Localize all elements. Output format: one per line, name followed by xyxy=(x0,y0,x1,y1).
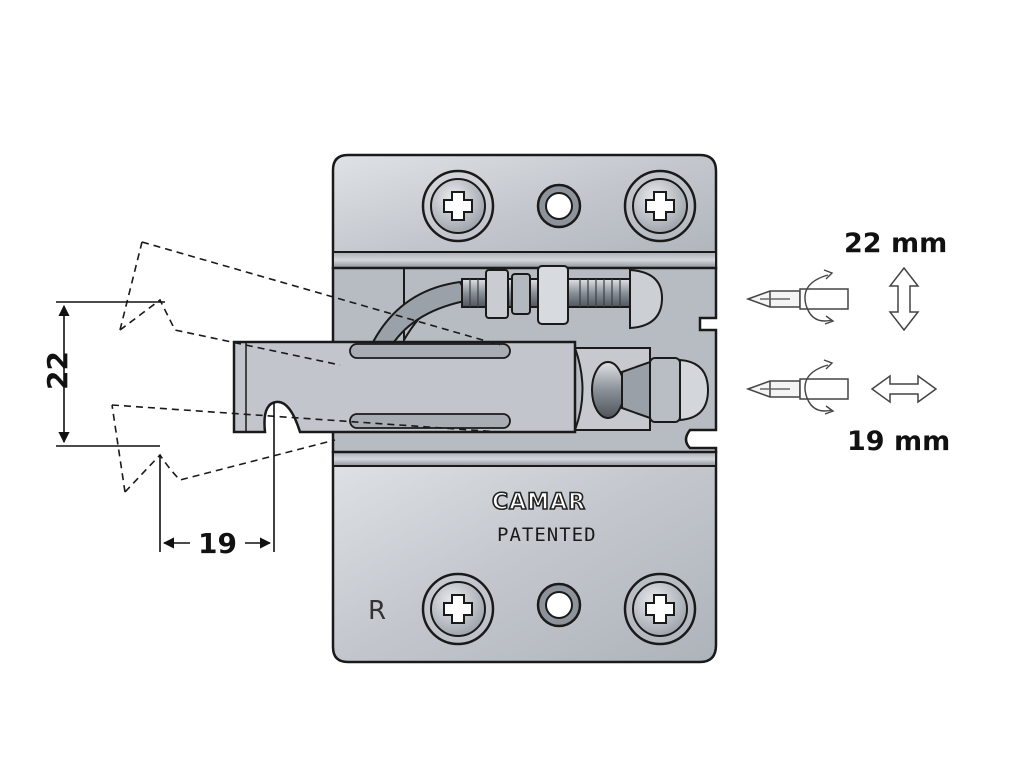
rotation-arrow-icon xyxy=(804,269,835,325)
phillips-screw-icon xyxy=(421,169,495,243)
vertical-dimension xyxy=(56,301,165,447)
screwdriver-icon xyxy=(745,378,849,400)
horizontal-dimension-label: 19 xyxy=(198,527,237,560)
side-marker-label: R xyxy=(368,596,387,626)
mounting-hole xyxy=(536,183,582,229)
phillips-screw-icon xyxy=(623,169,697,243)
mounting-hole xyxy=(536,582,582,628)
vertical-double-arrow-icon xyxy=(888,266,920,332)
patent-label: PATENTED xyxy=(497,524,597,546)
vertical-adjust-screw xyxy=(370,265,664,347)
rotation-arrow-icon xyxy=(804,359,835,415)
vertical-dimension-label: 22 xyxy=(41,351,74,390)
horizontal-dimension xyxy=(159,402,275,552)
phillips-screw-icon xyxy=(421,572,495,646)
screwdriver-icon xyxy=(745,288,849,310)
cabinet-hook xyxy=(232,340,577,434)
vertical-adjust-label: 22 mm xyxy=(844,228,948,259)
horizontal-double-arrow-icon xyxy=(870,374,938,404)
brand-logo: CAMAR xyxy=(491,490,587,515)
horizontal-adjust-label: 19 mm xyxy=(847,426,951,457)
horizontal-adjust-screw xyxy=(573,347,710,431)
phillips-screw-icon xyxy=(623,572,697,646)
